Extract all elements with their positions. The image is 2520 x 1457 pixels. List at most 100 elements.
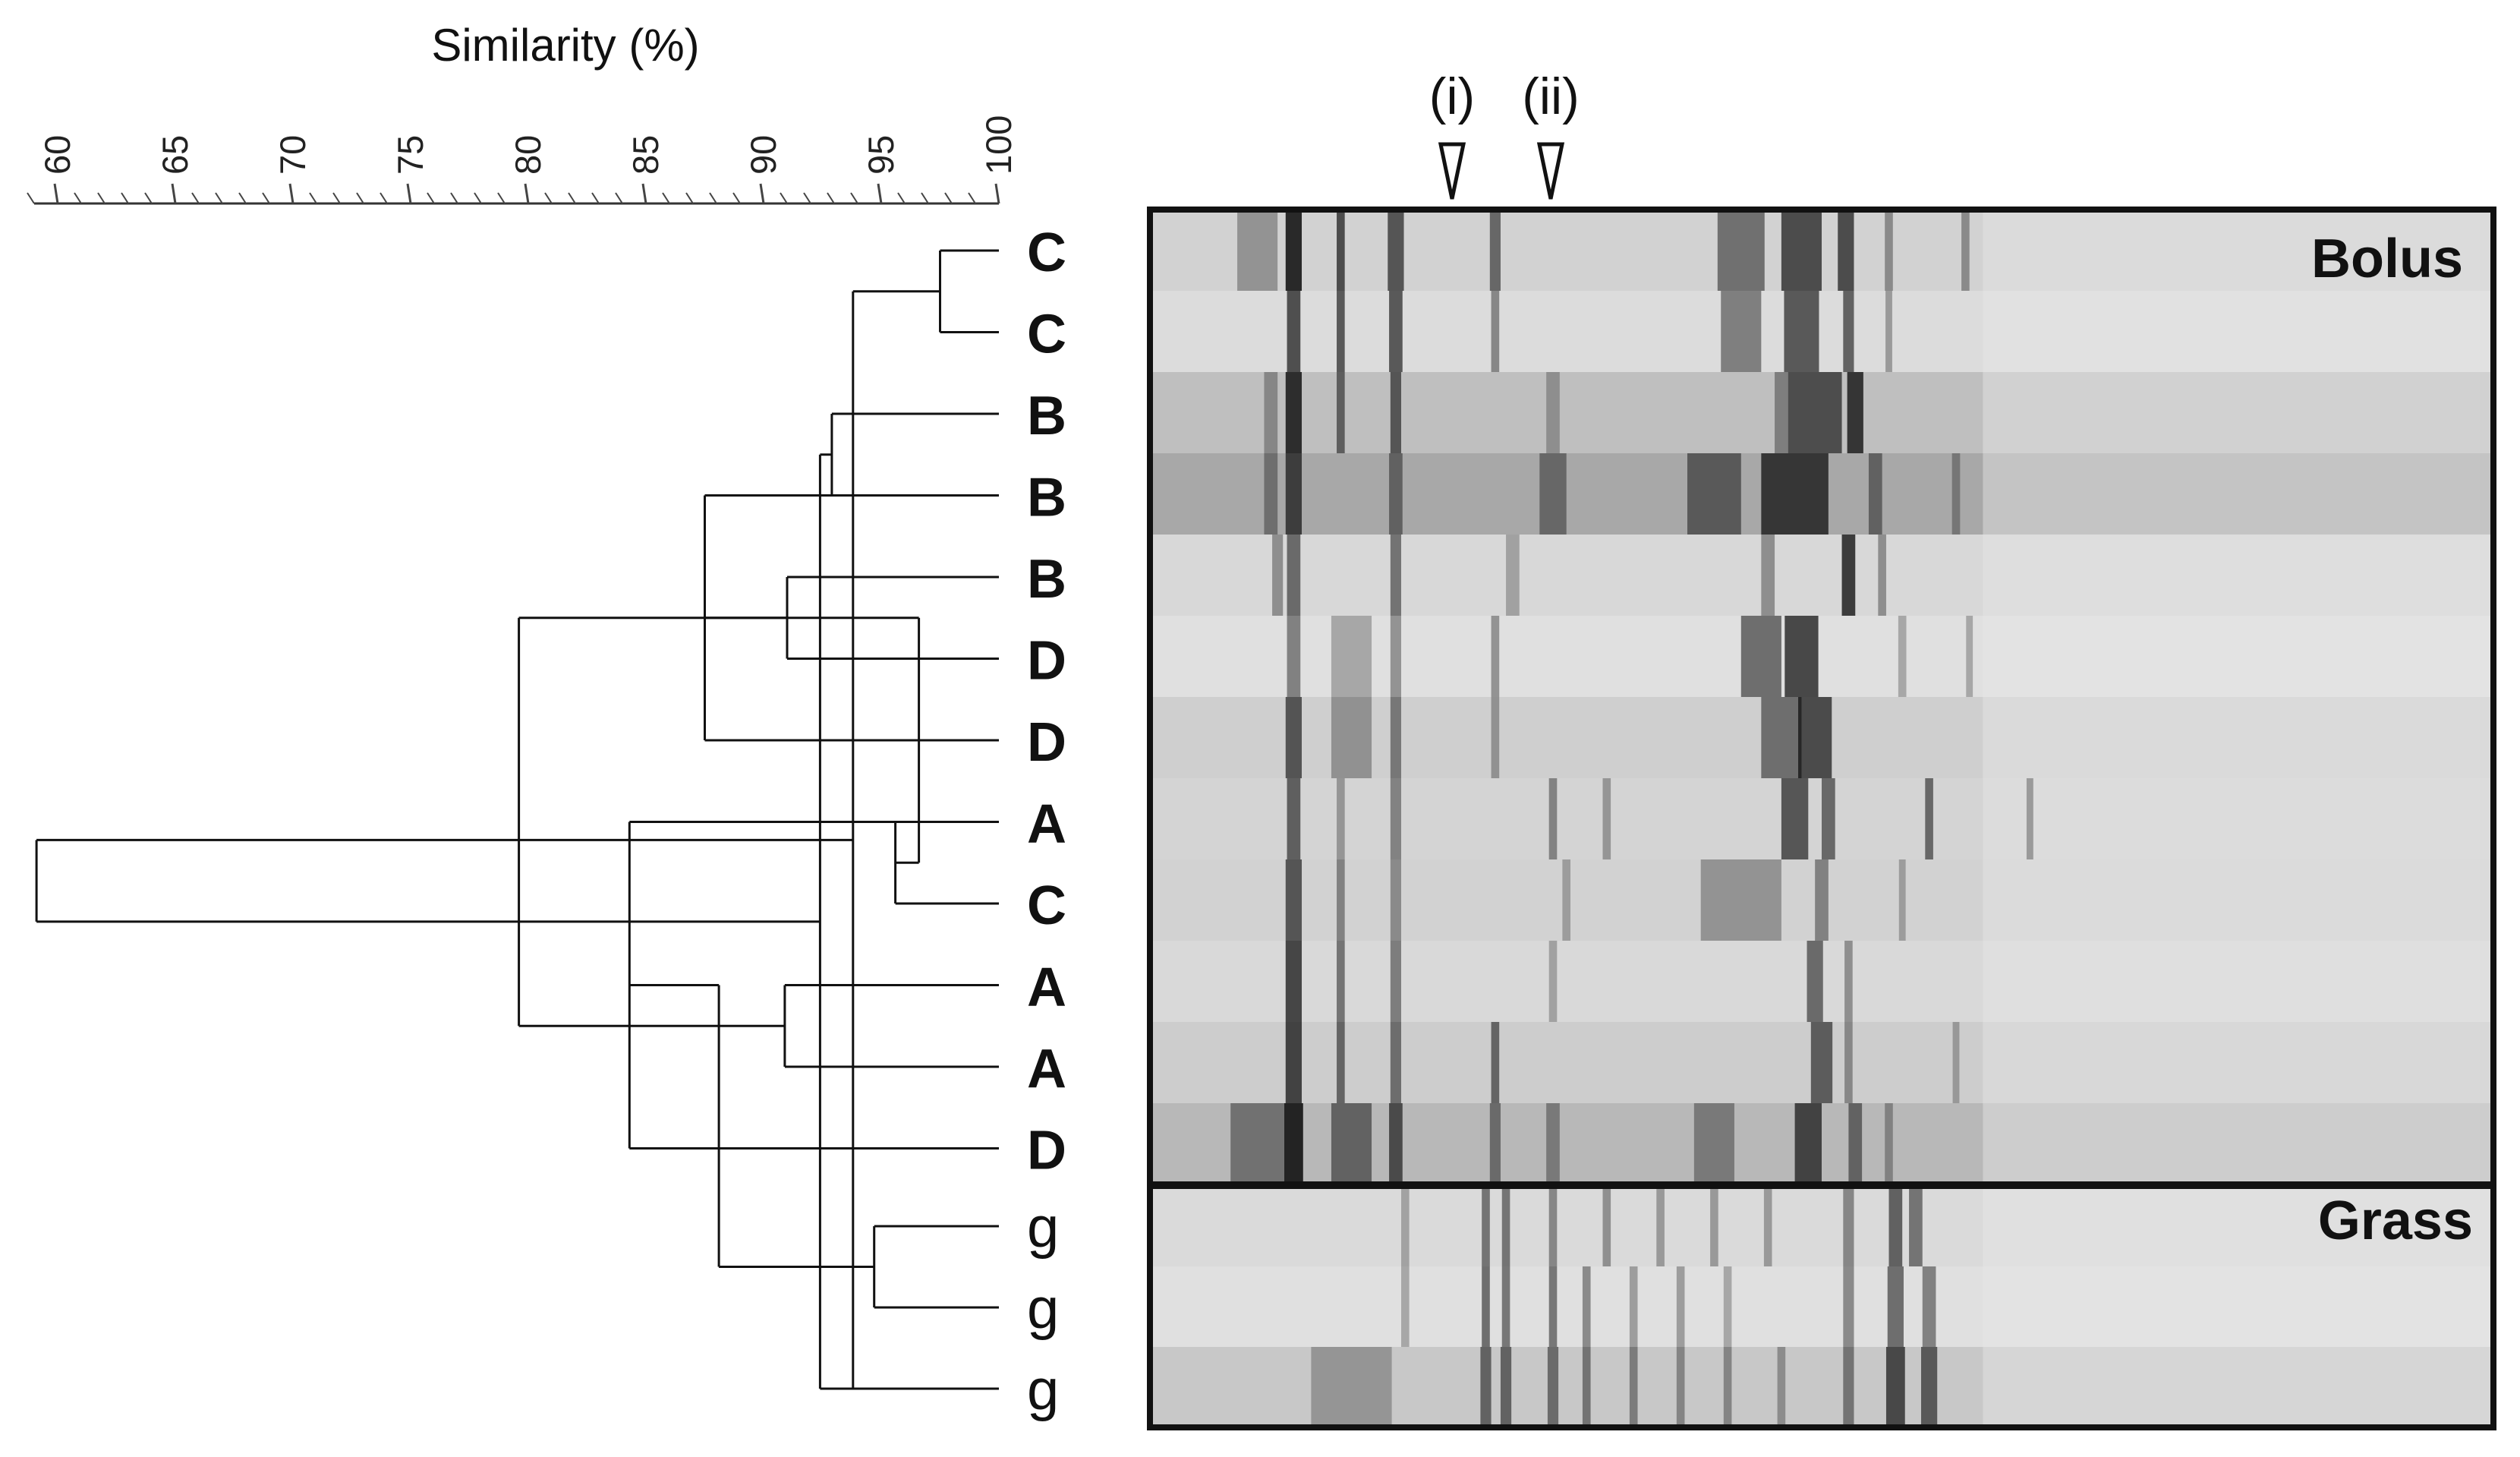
lane-fade	[1983, 616, 2493, 698]
minor-tick	[544, 192, 553, 204]
gel-band	[1602, 1186, 1611, 1267]
gel-band	[1539, 453, 1567, 535]
lane-fade	[1983, 1022, 2493, 1104]
gel-band	[1331, 697, 1372, 779]
gel-band	[1920, 1347, 1938, 1428]
minor-tick	[450, 192, 458, 204]
lane-fade	[1983, 1186, 2493, 1267]
gel-band	[1285, 453, 1303, 535]
major-tick	[877, 183, 883, 204]
gel-band	[1482, 1186, 1490, 1267]
minor-tick	[921, 192, 929, 204]
gel-band	[1798, 697, 1832, 779]
minor-tick	[474, 192, 482, 204]
major-tick	[406, 183, 412, 204]
gel-band	[1389, 291, 1403, 373]
lane-fade	[1983, 1347, 2493, 1428]
leaf-label: D	[1027, 1121, 1066, 1181]
gel-band	[1775, 372, 1788, 454]
bolus-gel-lane	[1150, 1022, 2493, 1104]
gel-band	[1337, 941, 1345, 1023]
gel-band	[1843, 1266, 1854, 1348]
gel-band	[1888, 1186, 1903, 1267]
gel-band	[1388, 210, 1404, 292]
gel-band	[1848, 1103, 1863, 1185]
bolus-gel-lane	[1150, 616, 2493, 698]
tick-label: 90	[743, 135, 783, 175]
gel-band	[1952, 1022, 1960, 1104]
minor-tick	[968, 192, 976, 204]
gel-band	[1885, 1103, 1893, 1185]
gel-band	[1506, 535, 1520, 617]
gel-band	[1390, 941, 1401, 1023]
minor-tick	[591, 192, 600, 204]
gel-band	[1390, 1022, 1401, 1104]
gel-band	[1763, 1186, 1772, 1267]
gel-band	[2026, 778, 2033, 860]
tick-label: 70	[272, 135, 313, 175]
lane-fade	[1983, 291, 2493, 373]
gel-band	[1961, 210, 1970, 292]
gel-band	[1287, 616, 1301, 698]
band-marker-ii-label: (ii)	[1522, 68, 1580, 125]
minor-tick	[309, 192, 317, 204]
gel-band	[1390, 372, 1401, 454]
gel-band	[1337, 291, 1345, 373]
minor-tick	[262, 192, 270, 204]
lane-background	[1150, 859, 2493, 941]
leaf-label: B	[1027, 386, 1066, 446]
grass-gel-panel	[1147, 1183, 2496, 1430]
gel-band	[1878, 535, 1886, 617]
minor-tick	[238, 192, 247, 204]
bolus-panel-label: Bolus	[2311, 229, 2463, 289]
tick-label: 65	[155, 135, 195, 175]
lane-fade	[1983, 941, 2493, 1023]
gel-band	[1794, 1103, 1822, 1185]
bolus-gel-lane	[1150, 1103, 2493, 1185]
lane-fade	[1983, 778, 2493, 860]
gel-band	[1546, 372, 1560, 454]
grass-gel-lane	[1150, 1186, 2493, 1267]
gel-band	[1546, 1103, 1560, 1185]
minor-tick	[568, 192, 576, 204]
gel-band	[1285, 372, 1303, 454]
leaf-label: g	[1027, 1276, 1059, 1341]
minor-tick	[685, 192, 694, 204]
gel-band	[1285, 697, 1303, 779]
minor-tick	[732, 192, 741, 204]
gel-band	[1337, 372, 1345, 454]
gel-band	[1898, 616, 1907, 698]
minor-tick	[215, 192, 223, 204]
gel-band	[1390, 697, 1401, 779]
bolus-gel-lane	[1150, 210, 2493, 292]
gel-band	[1389, 453, 1403, 535]
gel-band	[1237, 210, 1278, 292]
lane-background	[1150, 535, 2493, 617]
gel-band	[1784, 616, 1819, 698]
gel-band	[1230, 1103, 1284, 1185]
gel-band	[1582, 1266, 1591, 1348]
minor-tick	[897, 192, 906, 204]
gel-band	[1548, 778, 1558, 860]
gel-band	[1390, 535, 1401, 617]
gel-band	[1843, 1186, 1854, 1267]
gel-band	[1489, 1103, 1501, 1185]
gel-band	[1844, 1022, 1853, 1104]
gel-band	[1784, 291, 1819, 373]
gel-band	[1710, 1186, 1718, 1267]
gel-band	[1491, 291, 1500, 373]
gel-band	[1629, 1347, 1638, 1428]
tick-label: 85	[625, 135, 666, 175]
gel-band	[1500, 1347, 1512, 1428]
gel-band	[1501, 1266, 1510, 1348]
leaf-label: D	[1027, 631, 1066, 692]
gel-band	[1777, 1347, 1786, 1428]
bolus-gel-lane	[1150, 372, 2493, 454]
lane-background	[1150, 616, 2493, 698]
lane-fade	[1983, 372, 2493, 454]
gel-band	[1843, 291, 1854, 373]
lane-fade	[1983, 697, 2493, 779]
